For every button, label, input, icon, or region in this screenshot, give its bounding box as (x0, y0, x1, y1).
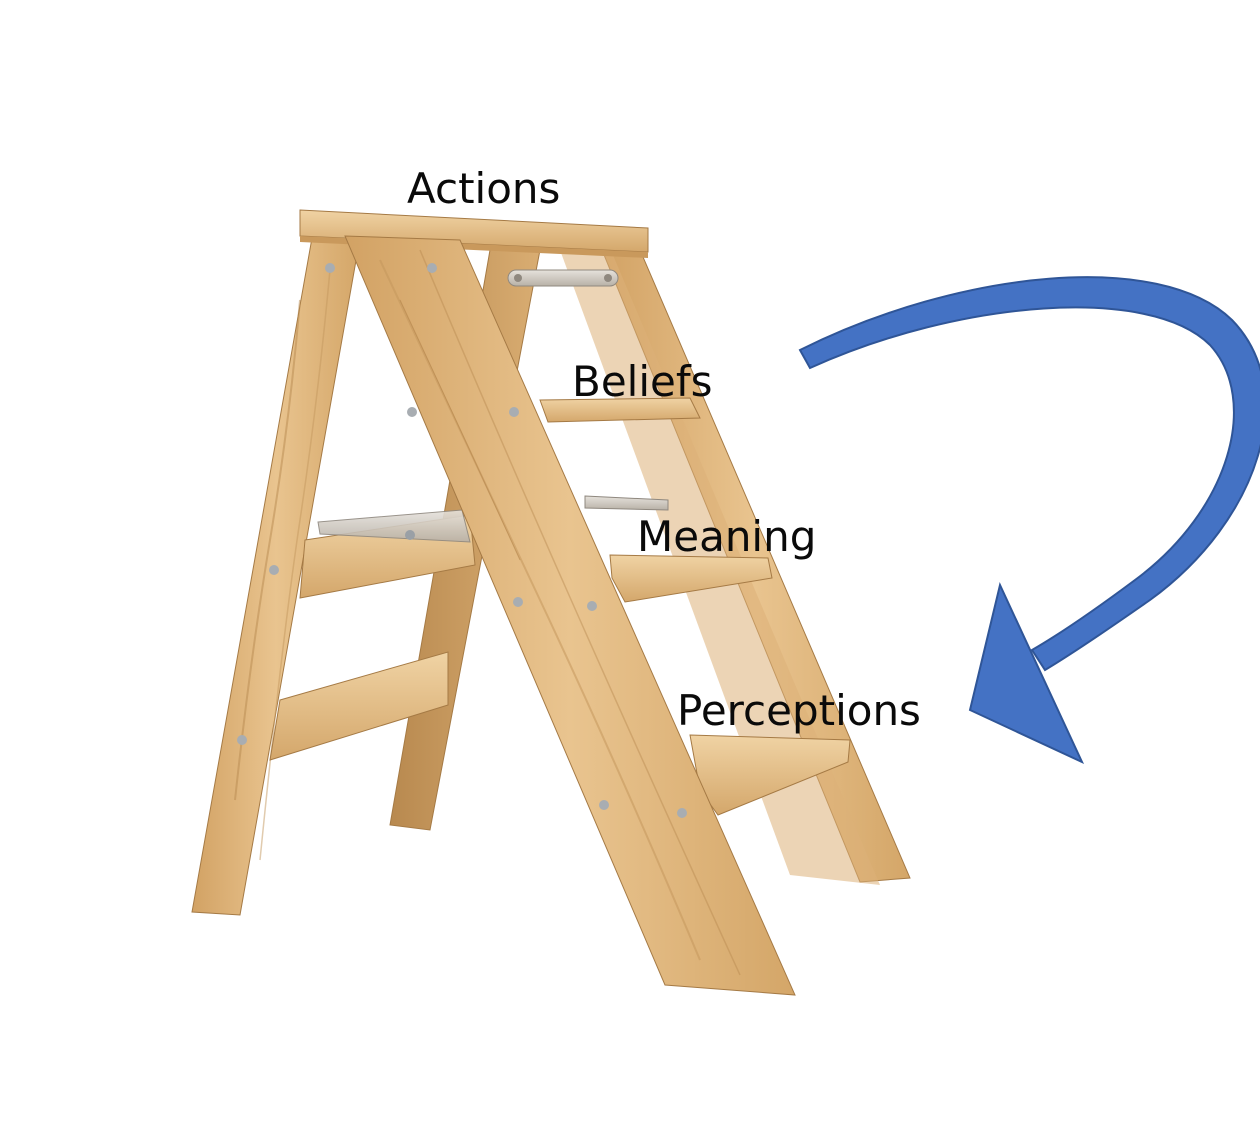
step-meaning (609, 554, 773, 603)
cross-brace-upper (299, 509, 476, 599)
label-actions: Actions (407, 164, 561, 213)
label-perceptions: Perceptions (677, 686, 921, 735)
cross-brace-lower (269, 651, 449, 761)
curved-arrow-icon (798, 276, 1260, 765)
hinge-top (507, 269, 619, 287)
label-beliefs: Beliefs (572, 357, 713, 406)
step-beliefs (539, 397, 701, 423)
step-rail-left (344, 235, 796, 996)
hinge-middle (584, 495, 669, 511)
label-meaning: Meaning (637, 512, 817, 561)
bolts (237, 263, 687, 818)
